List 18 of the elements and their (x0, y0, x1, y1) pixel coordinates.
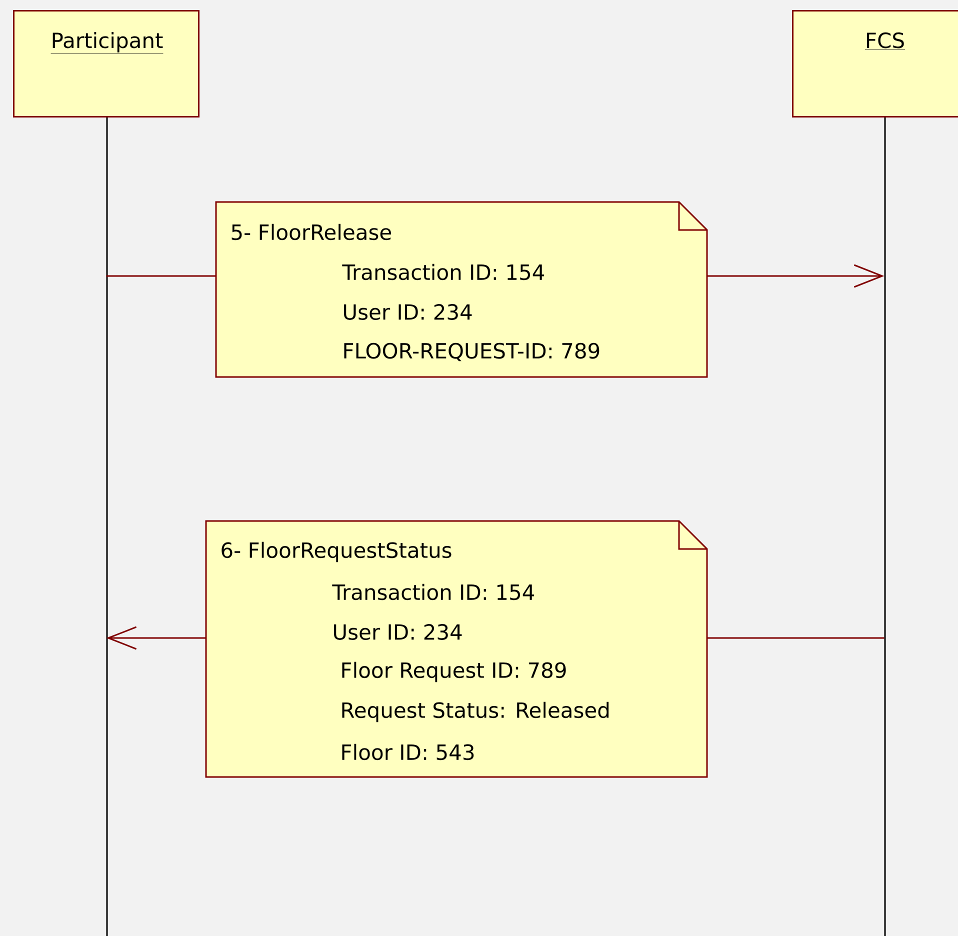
note (215, 201, 708, 378)
lifeline (106, 116, 108, 936)
note-text: Floor ID: 543 (342, 744, 474, 760)
lifeline-head: Participant (13, 10, 200, 118)
note-text: Transaction ID: 154 (342, 264, 544, 280)
note-text: 5- FloorRelease (232, 224, 391, 240)
note-text: FLOOR-REQUEST-ID: 789 (344, 342, 600, 362)
note-text: User ID: 234 (344, 304, 472, 320)
message-arrow (106, 626, 206, 650)
lifeline (884, 116, 886, 936)
note-text: Request Status: Released (342, 702, 609, 722)
note-text: Transaction ID: 154 (332, 584, 534, 600)
message-arrow (707, 264, 884, 288)
lifeline-head: FCS (792, 10, 958, 118)
note-text: User ID: 234 (334, 624, 462, 640)
note-text: Floor Request ID: 789 (342, 662, 566, 682)
note (205, 520, 708, 778)
note-text: 6- FloorRequestStatus (222, 542, 452, 562)
